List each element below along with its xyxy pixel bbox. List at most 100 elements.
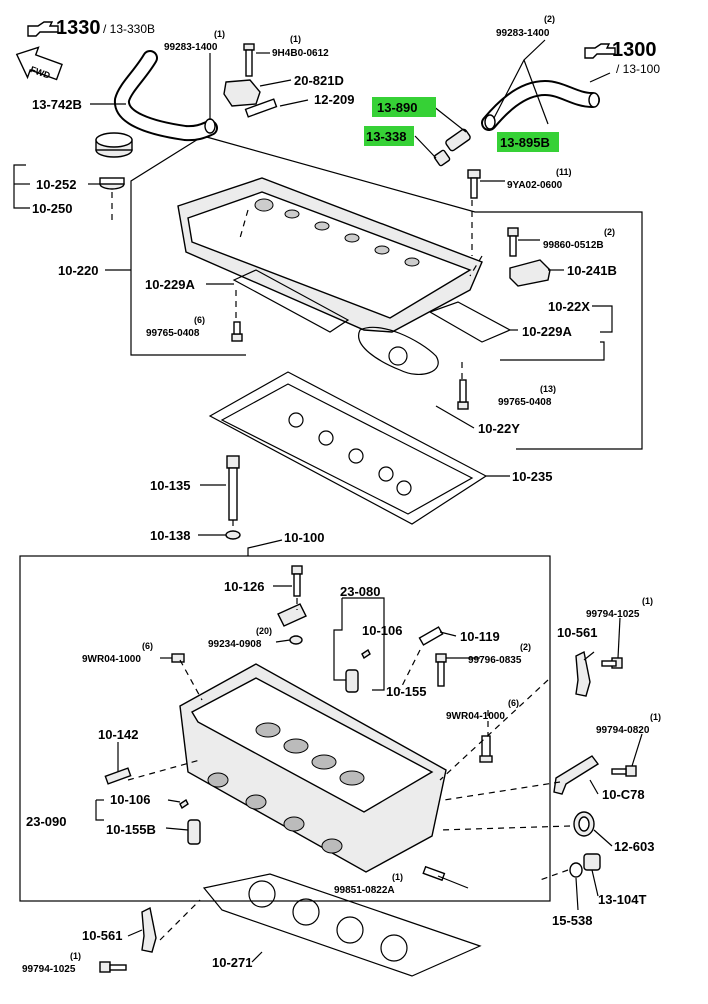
pn-9ya02-0600[interactable]: (11) 9YA02-0600 xyxy=(507,167,572,191)
part-number: 99794-1025 xyxy=(22,964,76,975)
part-number: 9WR04-1000 xyxy=(446,711,505,722)
oil-filler-cap xyxy=(95,132,133,190)
ventilation-hose-13-895b xyxy=(481,79,600,131)
ref-1330-main: 1330 xyxy=(56,17,101,39)
part-number: 9H4B0-0612 xyxy=(272,48,329,59)
gasket-10-229a-left xyxy=(232,269,350,333)
highlight-13-895b xyxy=(497,132,559,152)
label-23-080[interactable]: 23-080 xyxy=(340,584,380,599)
gasket-10-229a-right xyxy=(428,301,512,343)
washer-10-138 xyxy=(225,530,241,540)
pn-99234-0908[interactable]: (20) 99234-0908 xyxy=(208,626,272,650)
label-13-742b[interactable]: 13-742B xyxy=(32,97,82,112)
plug-seal-10-22y xyxy=(358,326,439,375)
part-number: 99794-1025 xyxy=(586,609,640,620)
ref-1330-sub: / 13-330B xyxy=(103,22,155,36)
label-12-603[interactable]: 12-603 xyxy=(614,839,654,854)
label-10-138[interactable]: 10-138 xyxy=(150,528,190,543)
hanger-10-561-left xyxy=(141,906,157,953)
label-10-135[interactable]: 10-135 xyxy=(150,478,190,493)
reference-1300[interactable]: 1300 / 13-100 xyxy=(584,39,660,76)
reference-1330[interactable]: 1330 / 13-330B xyxy=(27,17,155,39)
bolt-99765-left xyxy=(231,321,243,342)
pointing-hand-icon xyxy=(584,43,616,59)
label-10-c78[interactable]: 10-C78 xyxy=(602,787,645,802)
part-number: 99283-1400 xyxy=(164,42,218,53)
label-10-252[interactable]: 10-252 xyxy=(36,177,76,192)
qty: (1) xyxy=(650,712,661,722)
seal-12-209 xyxy=(244,98,278,118)
pn-99851-0822a[interactable]: (1) 99851-0822A xyxy=(334,872,403,896)
label-10-106-left[interactable]: 10-106 xyxy=(110,792,150,807)
label-10-229a-right[interactable]: 10-229A xyxy=(522,324,572,339)
label-10-271[interactable]: 10-271 xyxy=(212,955,252,970)
bolt-99860 xyxy=(507,227,519,257)
qty: (6) xyxy=(508,698,519,708)
part-labels: 13-742B 10-252 10-250 10-220 10-229A 20-… xyxy=(26,73,654,970)
label-10-241b[interactable]: 10-241B xyxy=(567,263,617,278)
pn-99794-1025-bottom[interactable]: (1) 99794-1025 xyxy=(22,951,81,975)
part-number: 9YA02-0600 xyxy=(507,180,563,191)
pointing-hand-icon xyxy=(27,21,59,37)
label-10-22y[interactable]: 10-22Y xyxy=(478,421,520,436)
part-number: 99851-0822A xyxy=(334,885,395,896)
leader-lines xyxy=(13,39,643,963)
qty: (20) xyxy=(256,626,272,636)
qty: (1) xyxy=(290,34,301,44)
pn-99860-0512b[interactable]: (2) 99860-0512B xyxy=(543,227,615,251)
bolt-99794-top xyxy=(601,657,623,669)
label-10-235[interactable]: 10-235 xyxy=(512,469,552,484)
bracket-10-241b xyxy=(509,259,551,287)
pn-9wr04-1000-left[interactable]: (6) 9WR04-1000 xyxy=(82,641,153,665)
label-10-155b[interactable]: 10-155B xyxy=(106,822,156,837)
label-13-338[interactable]: 13-338 xyxy=(366,129,406,144)
label-10-155[interactable]: 10-155 xyxy=(386,684,426,699)
label-10-126[interactable]: 10-126 xyxy=(224,579,264,594)
part-number: 99765-0408 xyxy=(146,328,200,339)
qty: (6) xyxy=(194,315,205,325)
label-10-106-top[interactable]: 10-106 xyxy=(362,623,402,638)
bolt-99796 xyxy=(435,653,447,687)
label-13-890[interactable]: 13-890 xyxy=(377,100,417,115)
label-10-220[interactable]: 10-220 xyxy=(58,263,98,278)
label-13-104t[interactable]: 13-104T xyxy=(598,892,646,907)
label-10-100[interactable]: 10-100 xyxy=(284,530,324,545)
pn-99794-0820[interactable]: (1) 99794-0820 xyxy=(596,712,661,736)
pn-99283-1400-right[interactable]: (2) 99283-1400 xyxy=(496,14,555,39)
label-10-561-left[interactable]: 10-561 xyxy=(82,928,122,943)
pn-9h4b0-0612[interactable]: (1) 9H4B0-0612 xyxy=(272,34,329,59)
pn-99765-0408-right[interactable]: (13) 99765-0408 xyxy=(498,384,556,408)
cylinder-head-cover-frame xyxy=(130,135,643,450)
pn-9wr04-1000-right[interactable]: (6) 9WR04-1000 xyxy=(446,698,519,722)
stud-10-142 xyxy=(104,767,132,785)
pn-99283-1400-left[interactable]: (1) 99283-1400 xyxy=(164,29,225,53)
label-10-229a-left[interactable]: 10-229A xyxy=(145,277,195,292)
label-10-142[interactable]: 10-142 xyxy=(98,727,138,742)
head-gasket-10-271 xyxy=(202,873,482,977)
label-12-209[interactable]: 12-209 xyxy=(314,92,354,107)
part-number: 9WR04-1000 xyxy=(82,654,141,665)
qty: (1) xyxy=(642,596,653,606)
pn-99794-1025-top[interactable]: (1) 99794-1025 xyxy=(586,596,653,620)
part-number: 99234-0908 xyxy=(208,639,262,650)
pn-99796-0835[interactable]: (2) 99796-0835 xyxy=(468,642,531,666)
label-15-538[interactable]: 15-538 xyxy=(552,913,592,928)
ref-1300-sub: / 13-100 xyxy=(616,62,660,76)
label-10-561-right[interactable]: 10-561 xyxy=(557,625,597,640)
label-10-22x[interactable]: 10-22X xyxy=(548,299,590,314)
label-13-895b[interactable]: 13-895B xyxy=(500,135,550,150)
qty: (6) xyxy=(142,641,153,651)
label-23-090[interactable]: 23-090 xyxy=(26,814,66,829)
bracket-99234 xyxy=(277,603,307,645)
fwd-arrow-icon: FWD xyxy=(15,46,63,81)
label-10-119[interactable]: 10-119 xyxy=(460,629,500,644)
qty: (1) xyxy=(70,951,81,961)
part-number: 99860-0512B xyxy=(543,240,604,251)
pn-99765-0408-left[interactable]: (6) 99765-0408 xyxy=(146,315,205,339)
part-number: 99765-0408 xyxy=(498,397,552,408)
hanger-10-561-right xyxy=(575,650,591,697)
label-20-821d[interactable]: 20-821D xyxy=(294,73,344,88)
label-10-250[interactable]: 10-250 xyxy=(32,201,72,216)
assembly-dashed-lines xyxy=(111,192,571,941)
